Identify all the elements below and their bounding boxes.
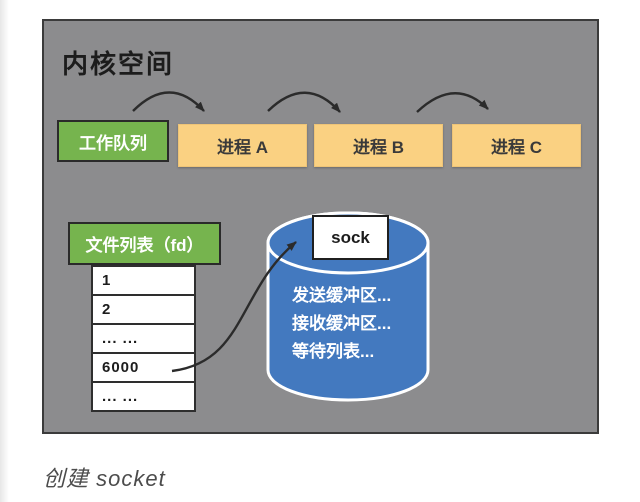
wait-list-line: 等待列表... bbox=[292, 342, 375, 361]
page-left-edge-shading bbox=[0, 0, 9, 502]
receive-buffer-line: 接收缓冲区... bbox=[292, 314, 392, 333]
send-buffer-line: 发送缓冲区... bbox=[292, 286, 392, 305]
sock-label: sock bbox=[331, 227, 370, 247]
file-list-header-label: 文件列表（fd） bbox=[85, 236, 204, 255]
fd-row: 6000 bbox=[93, 354, 194, 383]
kernel-space-title: 内核空间 bbox=[62, 49, 175, 79]
process-c-box: 进程 C bbox=[452, 124, 581, 167]
process-a-box: 进程 A bbox=[178, 124, 307, 167]
caption: 创建 socket bbox=[43, 466, 166, 491]
work-queue-box: 工作队列 bbox=[57, 120, 169, 162]
process-b-label: 进程 B bbox=[353, 138, 404, 157]
process-c-label: 进程 C bbox=[491, 138, 542, 157]
work-queue-label: 工作队列 bbox=[79, 133, 147, 153]
process-a-label: 进程 A bbox=[217, 138, 268, 157]
sock-label-box: sock bbox=[312, 215, 389, 260]
fd-row: ... ... bbox=[93, 325, 194, 354]
fd-row: 2 bbox=[93, 296, 194, 325]
process-b-box: 进程 B bbox=[314, 124, 443, 167]
fd-row: 1 bbox=[93, 267, 194, 296]
socket-buffer-lines: 发送缓冲区... 接收缓冲区... 等待列表... bbox=[292, 282, 422, 366]
fd-row: ... ... bbox=[93, 383, 194, 410]
file-list-header: 文件列表（fd） bbox=[68, 222, 221, 265]
file-list-table: 1 2 ... ... 6000 ... ... bbox=[91, 265, 196, 412]
